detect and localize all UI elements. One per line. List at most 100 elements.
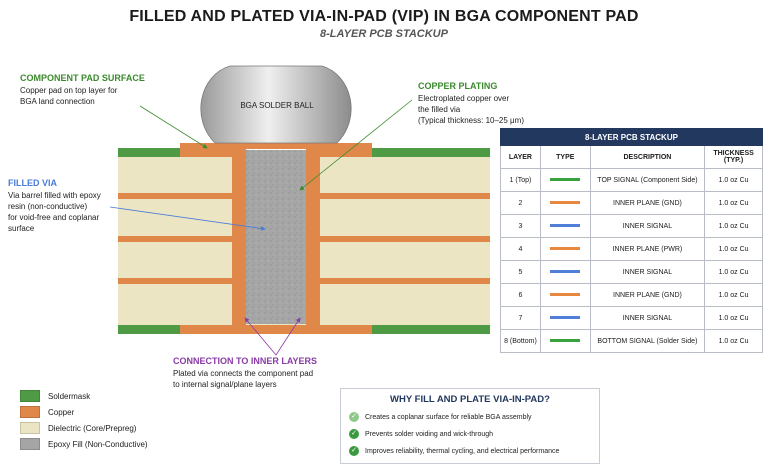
- copper-plating-callout-title: COPPER PLATING: [418, 81, 498, 91]
- layer-type-swatch: [550, 224, 581, 228]
- inner-layers-callout-line: to internal signal/plane layers: [173, 380, 277, 389]
- inner-layers-leader-2: [275, 317, 301, 356]
- bga-solder-ball: [200, 65, 352, 144]
- type-cell: [539, 283, 591, 307]
- legend-label: Dielectric (Core/Prepreg): [48, 423, 137, 433]
- stackup-table-title: 8-LAYER PCB STACKUP: [500, 128, 763, 146]
- thickness-cell: 1.0 oz Cu: [704, 168, 763, 192]
- why-item-text: Improves reliability, thermal cycling, a…: [365, 447, 560, 455]
- bottom-surface: [118, 325, 490, 334]
- inner-layers-leader: [244, 317, 277, 356]
- stackup-table-body: 1 (Top)TOP SIGNAL (Component Side)1.0 oz…: [500, 168, 763, 353]
- copper-plating-leader: [299, 99, 413, 191]
- legend-label: Soldermask: [48, 391, 91, 401]
- description-cell: INNER SIGNAL: [589, 306, 706, 330]
- legend-item-epoxy: Epoxy Fill (Non-Conductive): [20, 437, 148, 451]
- layer-cell: 7: [500, 306, 541, 330]
- type-cell: [539, 260, 591, 284]
- page-title: FILLED AND PLATED VIA-IN-PAD (VIP) IN BG…: [129, 8, 639, 25]
- stackup-row: 1 (Top) TOP SIGNAL (Component Side)1.0 oz…: [500, 168, 763, 192]
- thickness-cell: 1.0 oz Cu: [704, 306, 763, 330]
- filled-via-callout: FILLED VIA Via barrel filled with epoxy …: [8, 178, 123, 234]
- copper-plating-callout: COPPER PLATING Electroplated copper over…: [418, 81, 578, 126]
- type-cell: [539, 329, 591, 353]
- column-header: THICKNESS (TYP.): [704, 145, 763, 169]
- filled-via-callout-line: surface: [8, 224, 35, 233]
- filled-via-leader: [109, 206, 266, 231]
- inner-layers-callout-title: CONNECTION TO INNER LAYERS: [173, 356, 318, 366]
- filled-via-callout-line: resin (non-conductive): [8, 202, 88, 211]
- why-item: ✓ Creates a coplanar surface for reliabl…: [349, 412, 532, 422]
- thickness-cell: 1.0 oz Cu: [704, 260, 763, 284]
- description-cell: INNER PLANE (GND): [589, 191, 706, 215]
- copper-plating-callout-line: Electroplated copper over: [418, 94, 510, 103]
- thickness-cell: 1.0 oz Cu: [704, 191, 763, 215]
- layer-type-swatch: [550, 178, 581, 182]
- check-icon: ✓: [349, 446, 359, 456]
- legend-label: Copper: [48, 407, 75, 417]
- solder-ball-label: BGA SOLDER BALL: [240, 101, 314, 110]
- type-cell: [539, 214, 591, 238]
- component-pad-callout-title: COMPONENT PAD SURFACE: [20, 73, 145, 83]
- legend-item-copper: Copper: [20, 405, 74, 419]
- inner-layers-callout-line: Plated via connects the component pad: [173, 369, 314, 378]
- layer-type-swatch: [550, 247, 581, 251]
- check-icon: ✓: [349, 412, 359, 422]
- legend-item-dielectric: Dielectric (Core/Prepreg): [20, 421, 136, 435]
- layer-cell: 6: [500, 283, 541, 307]
- stackup-row: 4 INNER PLANE (PWR)1.0 oz Cu: [500, 237, 763, 261]
- stackup-table: 8-LAYER PCB STACKUP LAYER TYPE DESCRIPTI…: [500, 128, 763, 353]
- epoxy-fill: [246, 150, 306, 324]
- legend-swatch: [20, 438, 40, 450]
- column-header: LAYER: [500, 145, 541, 169]
- why-fill-plate-panel: WHY FILL AND PLATE VIA-IN-PAD? ✓ Creates…: [340, 388, 600, 464]
- layer-cell: 1 (Top): [500, 168, 541, 192]
- component-pad-leader: [139, 105, 208, 149]
- description-cell: INNER SIGNAL: [589, 260, 706, 284]
- via-barrel-plating: [226, 148, 326, 328]
- layer-type-swatch: [550, 201, 581, 205]
- description-cell: INNER PLANE (PWR): [589, 237, 706, 261]
- why-item: ✓ Improves reliability, thermal cycling,…: [349, 446, 559, 456]
- copper-plating-callout-line: (Typical thickness: 10–25 μm): [418, 116, 524, 125]
- description-cell: BOTTOM SIGNAL (Solder Side): [589, 329, 706, 353]
- legend-label: Epoxy Fill (Non-Conductive): [48, 439, 148, 449]
- stackup-row: 8 (Bottom) BOTTOM SIGNAL (Solder Side)1.0…: [500, 329, 763, 353]
- layer-cell: 2: [500, 191, 541, 215]
- layer-type-swatch: [550, 316, 581, 320]
- legend-swatch: [20, 390, 40, 402]
- description-cell: INNER SIGNAL: [589, 214, 706, 238]
- legend-swatch: [20, 406, 40, 418]
- thickness-cell: 1.0 oz Cu: [704, 237, 763, 261]
- type-cell: [539, 306, 591, 330]
- thickness-cell: 1.0 oz Cu: [704, 329, 763, 353]
- page-subtitle: 8-LAYER PCB STACKUP: [320, 28, 448, 40]
- type-cell: [539, 237, 591, 261]
- layer-cell: 5: [500, 260, 541, 284]
- column-header: DESCRIPTION: [589, 145, 706, 169]
- copper-cap-plating: [180, 143, 372, 149]
- why-item: ✓ Prevents solder voiding and wick-throu…: [349, 429, 493, 439]
- thickness-cell: 1.0 oz Cu: [704, 283, 763, 307]
- filled-via-callout-title: FILLED VIA: [8, 178, 57, 188]
- layer-cell: 4: [500, 237, 541, 261]
- top-surface: [118, 148, 490, 157]
- layer-type-swatch: [550, 293, 581, 297]
- layer-type-swatch: [550, 270, 581, 274]
- stackup-row: 2 INNER PLANE (GND)1.0 oz Cu: [500, 191, 763, 215]
- description-cell: TOP SIGNAL (Component Side): [589, 168, 706, 192]
- component-pad-callout: COMPONENT PAD SURFACE Copper pad on top …: [20, 73, 190, 107]
- pcb-cross-section-diagram: [109, 65, 490, 356]
- inner-layers-callout: CONNECTION TO INNER LAYERS Plated via co…: [173, 356, 363, 390]
- legend-item-soldermask: Soldermask: [20, 389, 90, 403]
- layer-cell: 3: [500, 214, 541, 238]
- layer-cell: 8 (Bottom): [500, 329, 541, 353]
- component-pad-callout-line: Copper pad on top layer for: [20, 86, 118, 95]
- thickness-cell: 1.0 oz Cu: [704, 214, 763, 238]
- layer-type-swatch: [550, 339, 581, 343]
- legend-swatch: [20, 422, 40, 434]
- copper-plating-callout-line: the filled via: [418, 105, 461, 114]
